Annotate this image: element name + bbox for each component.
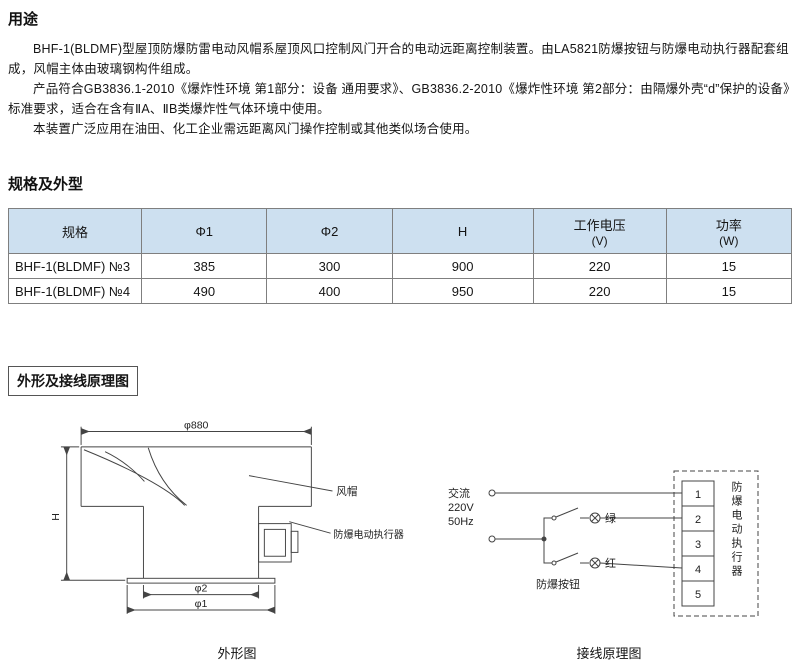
label-red: 红 (605, 557, 616, 570)
table-row: BHF-1(BLDMF) №4 490 400 950 220 15 (7, 278, 793, 304)
label-220v: 220V (448, 502, 474, 514)
dim-label-phi880: φ880 (184, 420, 209, 432)
figures-row: φ880 H 风帽 防爆电动执行器 φ2 φ1 外形图 (8, 420, 792, 662)
outline-drawing-lines (60, 426, 333, 614)
wiring-figure: 交流 220V 50Hz 绿 红 防爆按钮 1 2 3 4 5 防爆电动执行器 … (444, 451, 774, 662)
terminal-4: 4 (695, 564, 701, 576)
label-actuator-vertical: 防爆电动执行器 (730, 481, 742, 579)
spec-cell: 300 (266, 253, 393, 279)
label-green: 绿 (605, 511, 616, 525)
section-heading-usage: 用途 (8, 11, 39, 28)
dim-label-phi2: φ2 (195, 583, 208, 595)
label-ac: 交流 (448, 486, 470, 500)
terminal-5: 5 (695, 589, 701, 601)
spec-cell: 220 (532, 278, 667, 304)
label-actuator: 防爆电动执行器 (333, 528, 403, 541)
spec-name-cell: BHF-1(BLDMF) №4 (7, 278, 143, 304)
dim-label-h: H (52, 513, 62, 521)
spec-cell: 15 (665, 253, 793, 279)
spec-cell: 400 (266, 278, 393, 304)
terminal-3: 3 (695, 539, 701, 551)
dim-label-phi1: φ1 (195, 598, 208, 610)
usage-paragraph-3: 本装置广泛应用在油田、化工企业需远距离风门操作控制或其他类似场合使用。 (33, 122, 478, 136)
label-50hz: 50Hz (448, 516, 474, 528)
outline-caption: 外形图 (217, 646, 257, 661)
wiring-caption: 接线原理图 (576, 646, 642, 661)
label-explosion-proof-button: 防爆按钮 (536, 577, 580, 591)
table-row: BHF-1(BLDMF) №3 385 300 900 220 15 (7, 253, 793, 279)
wiring-drawing-lines (488, 470, 759, 617)
spec-cell: 950 (391, 278, 534, 304)
spec-cell: 385 (141, 253, 268, 279)
section-heading-specs: 规格及外型 (8, 176, 84, 193)
col-header-phi1: Φ1 (141, 208, 268, 254)
spec-cell: 220 (532, 253, 667, 279)
col-header-h: H (391, 208, 534, 254)
terminal-2: 2 (695, 514, 701, 526)
spec-table: 规格 Φ1 Φ2 H 工作电压(V) 功率(W) (7, 208, 793, 304)
usage-paragraph-1: BHF-1(BLDMF)型屋顶防爆防雷电动风帽系屋顶风口控制风门开合的电动远距离… (8, 42, 789, 76)
usage-paragraph-2: 产品符合GB3836.1-2010《爆炸性环境 第1部分：设备 通用要求》、GB… (8, 82, 790, 116)
spec-cell: 15 (665, 278, 793, 304)
spec-cell: 900 (391, 253, 534, 279)
col-header-voltage: 工作电压(V) (532, 208, 667, 254)
section-heading-drawings: 外形及接线原理图 (8, 366, 138, 396)
outline-drawing: φ880 H 风帽 防爆电动执行器 φ2 φ1 (52, 420, 404, 614)
col-header-phi2: Φ2 (266, 208, 393, 254)
spec-table-header-row: 规格 Φ1 Φ2 H 工作电压(V) 功率(W) (7, 208, 793, 254)
label-wind-cap: 风帽 (336, 485, 357, 498)
terminal-1: 1 (695, 489, 701, 501)
col-header-power: 功率(W) (665, 208, 793, 254)
spec-cell: 490 (141, 278, 268, 304)
spec-name-cell: BHF-1(BLDMF) №3 (7, 253, 143, 279)
usage-paragraphs: BHF-1(BLDMF)型屋顶防爆防雷电动风帽系屋顶风口控制风门开合的电动远距离… (8, 39, 792, 139)
col-header-spec: 规格 (7, 208, 143, 254)
outline-figure: φ880 H 风帽 防爆电动执行器 φ2 φ1 外形图 (52, 420, 422, 662)
wiring-drawing: 交流 220V 50Hz 绿 红 防爆按钮 1 2 3 4 5 (448, 470, 759, 617)
